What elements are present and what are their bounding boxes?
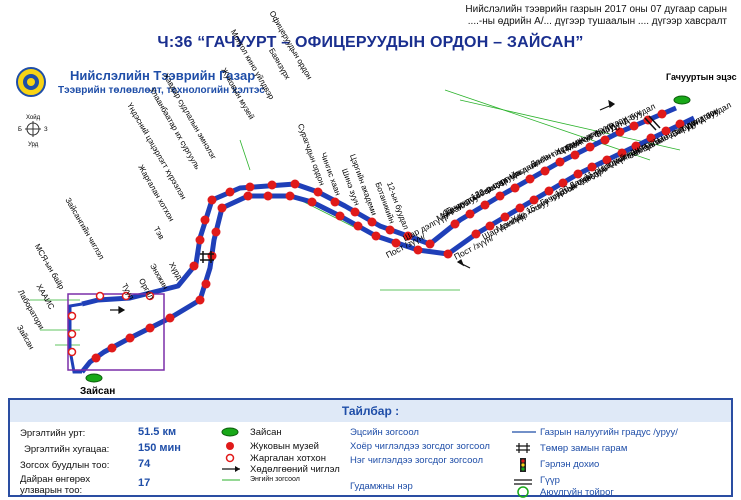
header-line-1: Нийслэлийн тээврийн газрын 2017 оны 07 д… [465, 4, 727, 15]
stat-length-label: Эргэлтийн урт: [20, 428, 86, 439]
route-line-inbound [80, 115, 696, 374]
stat-crossings-label: Дайран өнгөрөх улзварын тоо: [20, 474, 91, 496]
route-line-outbound [81, 105, 677, 307]
legend-roundabout: Аюулгүйн тойрог [540, 487, 614, 498]
terminal-end-label: Зайсан [80, 386, 115, 397]
stop-label-center-6: Офицеруудын ордон [267, 9, 314, 81]
stat-stops-label: Зогсох буудлын тоо: [20, 460, 110, 471]
route-map: Хойд Урд Б З [15, 9, 737, 397]
stat-length-value: 51.5 км [138, 426, 177, 438]
compass-south: Урд [28, 142, 39, 148]
stat-crossings-value: 17 [138, 477, 151, 489]
legend-zaisan: Зайсан [250, 427, 282, 438]
org-name: Нийслэлийн Тээврийн Газар [70, 68, 256, 83]
legend-bridge: Гүүр [540, 475, 560, 486]
legend-street: Гудамжны нэр [350, 481, 413, 492]
legend-title: Тайлбар : [10, 400, 731, 422]
org-subtitle: Тээврийн төлөвлөлт, технологийн хэлтэс [58, 85, 265, 96]
stop-label-center-21: ХААИС [34, 283, 56, 312]
legend-direction: Хөдөлгөөний чиглэл [250, 464, 340, 475]
legend-rail: Төмөр замын гарам [540, 443, 628, 454]
legend-slope: Газрын налуугийн градус /уруу/ [540, 427, 678, 438]
stop-label-center-23: Зайсан [15, 323, 36, 351]
stat-duration-value: 150 мин [138, 442, 181, 454]
terminal-start-label: Гачууртын эцэс [666, 72, 737, 82]
compass-east: З [44, 127, 48, 133]
legend-two-way: Хоёр чиглэлдээ зогсдог зогсоол [350, 441, 490, 452]
terminal-end-icon [85, 373, 103, 383]
legend-symbols-right [512, 431, 536, 498]
stops-loop [67, 291, 155, 357]
stops-inbound [91, 119, 685, 363]
stop-label-center-14: Тэв [152, 225, 166, 241]
jargalan-loop-outline [67, 293, 165, 371]
legend-symbols [221, 427, 240, 481]
legend-jargalan: Жаргалан хотхон [250, 453, 326, 464]
legend-transfer-note: Энгийн зогсоол [250, 476, 300, 483]
legend-one-way: Эцсийн зогсоол [350, 427, 419, 438]
terminal-start-icon [673, 95, 691, 105]
rail-crossing-icon [200, 115, 661, 263]
direction-arrow-icon [110, 99, 616, 315]
stop-label-center-20: МСЯ-ын байр [33, 242, 67, 291]
stat-stops-value: 74 [138, 458, 151, 470]
stop-label-center-19: Зайсангийн чиглэл [63, 196, 106, 261]
compass-icon [25, 121, 41, 137]
legend-one-dir: Нэг чиглэлдээ зогсдог зогсоол [350, 455, 484, 466]
stat-duration-label: Эргэлтийн хугацаа: [24, 444, 110, 455]
header-line-2: ....-ны өдрийн А/... дүгээр тушаалын ...… [467, 16, 727, 27]
compass-west: Б [18, 127, 22, 133]
route-title: Ч:36 “ГАЧУУРТ – ОФИЦЕРУУДЫН ОРДОН – ЗАЙС… [157, 34, 584, 51]
legend-signal: Гэрлэн дохио [540, 459, 600, 470]
stop-label-center-7: Баянзүрх [267, 47, 292, 81]
legend-museum: Жуковын музей [250, 441, 319, 452]
org-logo-icon [16, 67, 46, 97]
stop-label-center-9: Жуковын музей [219, 66, 256, 121]
legend-panel: Тайлбар : Эргэлтийн урт: 51.5 км Эргэлти… [8, 398, 733, 498]
compass-north: Хойд [26, 114, 41, 121]
